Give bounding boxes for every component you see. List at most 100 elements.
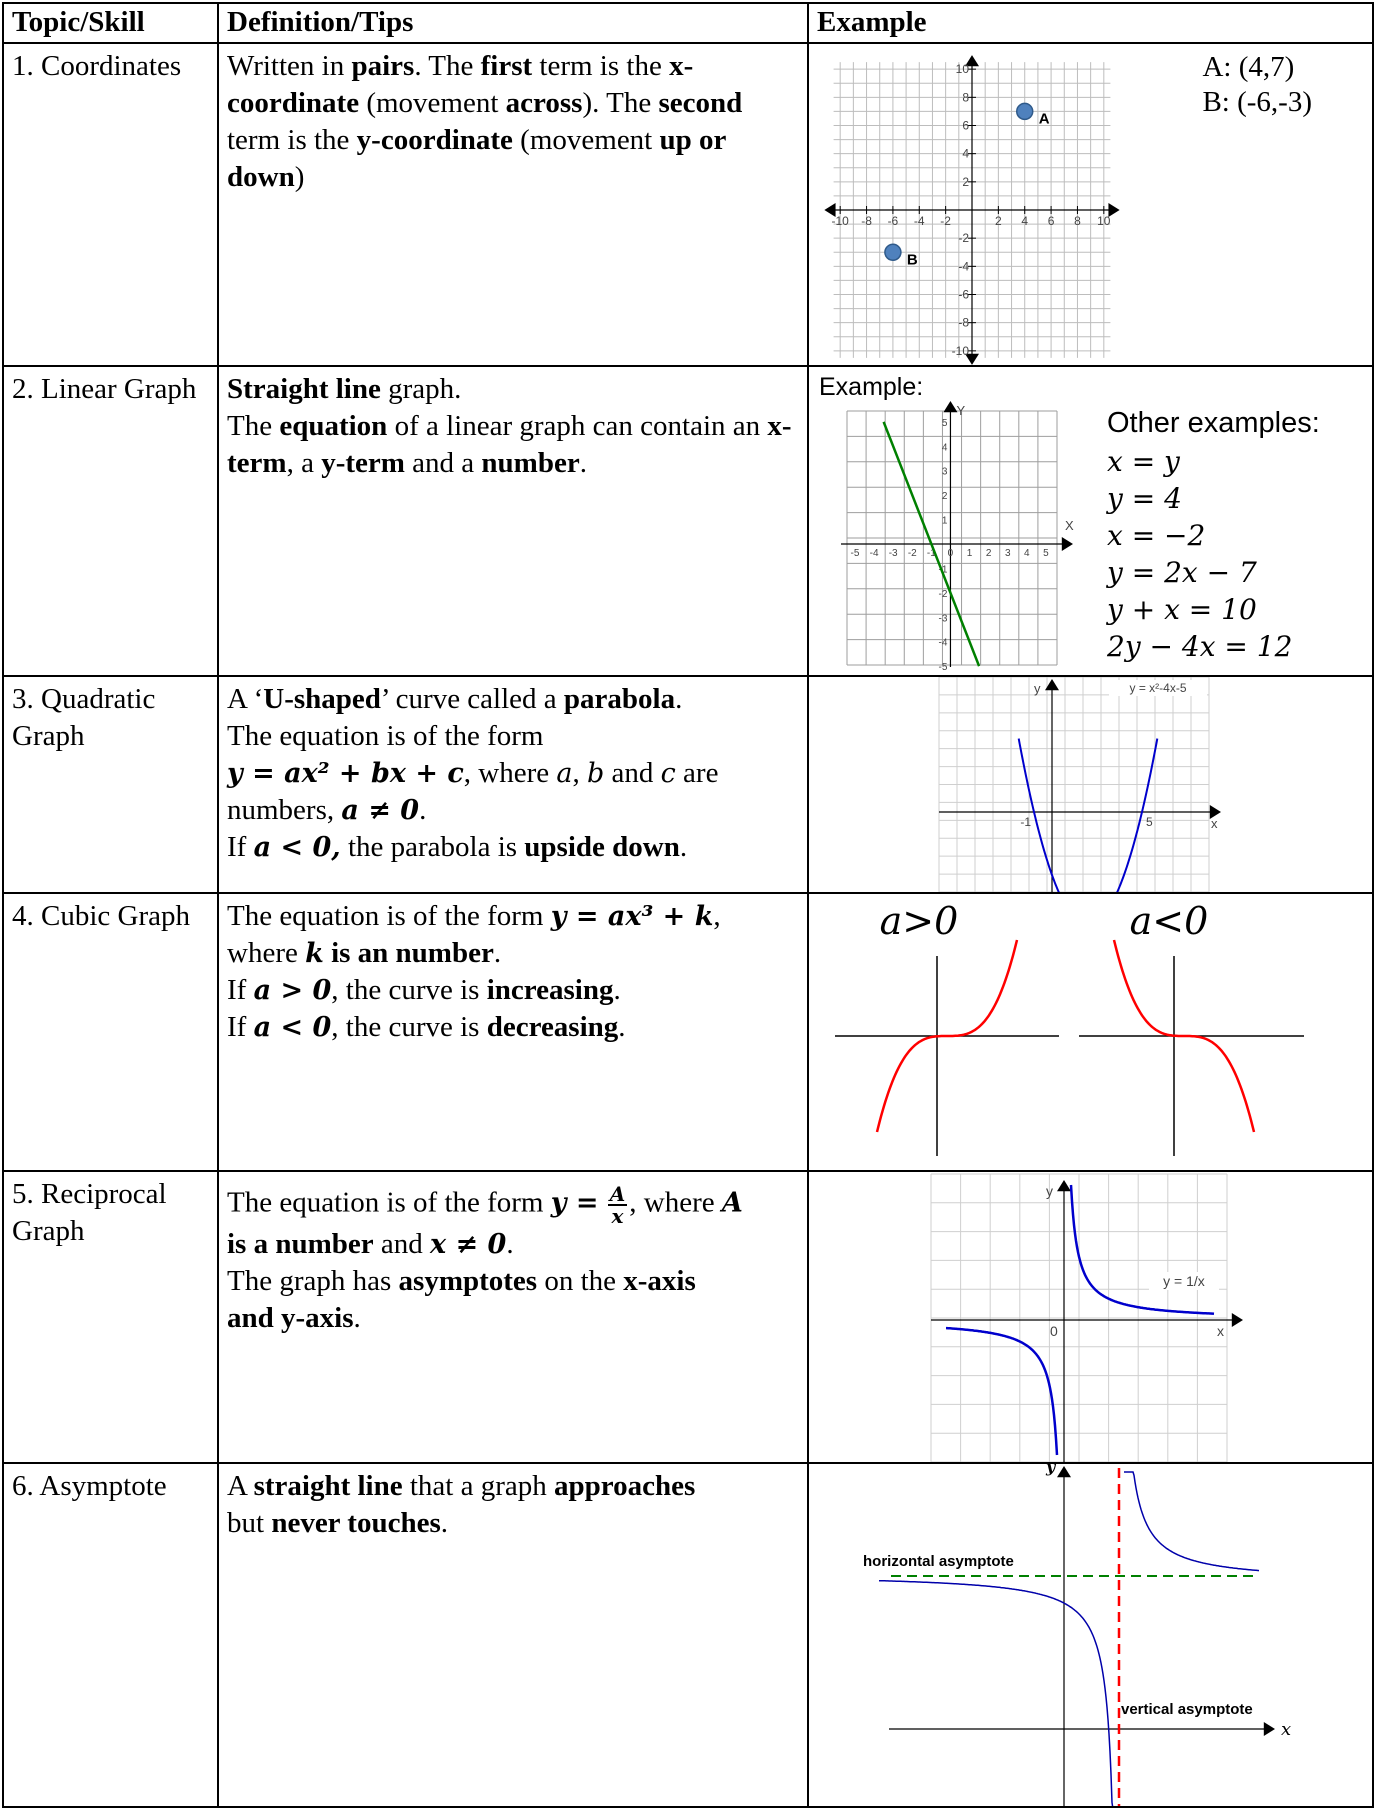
x-axis-arrow: [1231, 1313, 1243, 1327]
equation-example: x = −2: [1107, 519, 1206, 552]
y-tick-label: -4: [939, 638, 948, 649]
x-axis-label: x: [1211, 816, 1218, 831]
equation-example: y + x = 10: [1107, 593, 1257, 626]
equation-example: 2y − 4x = 12: [1107, 630, 1293, 663]
x-tick-label: -1: [927, 548, 936, 559]
cubic-curve-increasing: [875, 939, 1019, 1133]
y-tick-label: 2: [962, 175, 969, 189]
point-b-label: B: (-6,-3): [1202, 86, 1312, 118]
point-a: [1015, 102, 1034, 121]
topic-cell: 4. Cubic Graph: [2, 892, 219, 1172]
x-tick-label: -6: [888, 214, 899, 228]
y-axis-arrow: [1057, 1180, 1071, 1192]
topic-cell: 5. Reciprocal Graph: [2, 1170, 219, 1464]
x-tick-label: -4: [870, 548, 879, 559]
example-cell: x y horizontal asymptote vertical asymptote: [807, 1462, 1374, 1808]
y-tick-label: 3: [942, 467, 948, 478]
y-tick-label: -1: [939, 564, 948, 575]
header-definition: Definition/Tips: [217, 2, 809, 44]
curve-branch-right: [1124, 1471, 1260, 1572]
header-topic: Topic/Skill: [2, 2, 219, 44]
x-tick-label: 2: [995, 214, 1002, 228]
x-tick-label: -2: [940, 214, 951, 228]
y-tick-label: -5: [939, 662, 948, 673]
equation-label-bg: [1149, 1272, 1219, 1290]
y-axis-label: Y: [956, 403, 965, 418]
y-tick-label: -6: [958, 288, 969, 302]
example-label: Example:: [819, 373, 924, 401]
equation-label: y = 1/x: [1163, 1273, 1205, 1289]
linear-line: [882, 421, 981, 667]
x-axis-label: x: [1281, 1719, 1291, 1740]
row-coordinates: 1. Coordinates Written in pairs. The fir…: [2, 42, 1374, 367]
header-row: Topic/Skill Definition/Tips Example: [2, 2, 1374, 44]
point-b-name: B: [907, 251, 918, 268]
header-example: Example: [807, 2, 1374, 44]
vertical-asymptote-label: vertical asymptote: [1121, 1701, 1253, 1718]
x-tick-label: 4: [1024, 548, 1030, 559]
example-cell: yxy = x²-4x-5-15×(2, -9): [807, 675, 1374, 894]
asymptote-graph-chart: x y horizontal asymptote vertical asymptote: [863, 1464, 1291, 1806]
cubic-equation: y = ax³ + k: [550, 901, 714, 932]
topic-cell: 2. Linear Graph: [2, 365, 219, 677]
y-tick-label: 4: [962, 147, 969, 161]
definition-cell: A ‘U-shaped’ curve called a parabola.The…: [217, 675, 809, 894]
cubic-graph-chart: a>0 a<0: [835, 899, 1304, 1156]
y-tick-label: 2: [942, 491, 948, 502]
x-tick-label: -4: [914, 214, 925, 228]
quadratic-graph-chart: yxy = x²-4x-5-15×(2, -9): [938, 677, 1221, 892]
definition-cell: Straight line graph.The equation of a li…: [217, 365, 809, 677]
x-tick-label: 8: [1074, 214, 1081, 228]
topic-cell: 6. Asymptote: [2, 1462, 219, 1808]
x-axis-arrow: [1108, 203, 1120, 217]
y-axis-label: y: [1046, 1183, 1053, 1199]
cubic-curve-decreasing: [1112, 939, 1256, 1133]
y-tick-label: -4: [958, 259, 969, 273]
x-tick-label: 4: [1021, 214, 1028, 228]
horizontal-asymptote-label: horizontal asymptote: [863, 1553, 1014, 1570]
y-tick-label: -2: [958, 231, 969, 245]
y-tick-label: 8: [962, 90, 969, 104]
y-axis-label: y: [1045, 1464, 1057, 1476]
x-tick-label: 5: [1043, 548, 1049, 559]
x-tick-label: -10: [832, 214, 850, 228]
point-b: [884, 243, 902, 262]
x-axis-label: x: [1217, 1323, 1224, 1339]
label-a-negative: a<0: [1130, 899, 1209, 943]
x-tick-label: 10: [1097, 214, 1111, 228]
equation-example: x = y: [1107, 445, 1180, 478]
x-tick-label: 3: [1005, 548, 1011, 559]
definition-cell: Written in pairs. The first term is the …: [217, 42, 809, 367]
y-axis-arrow: [965, 353, 979, 365]
x-tick-label: -8: [861, 214, 872, 228]
y-tick-label: -2: [939, 589, 948, 600]
x-axis-label: X: [1065, 518, 1074, 533]
x-tick-label: -5: [851, 548, 860, 559]
reciprocal-branch-negative: [946, 1326, 1059, 1456]
x-tick-label: -2: [908, 548, 917, 559]
y-axis-label: y: [1034, 681, 1041, 696]
y-axis-arrow: [943, 401, 958, 413]
quadratic-equation: y = ax² + bx + c: [227, 758, 464, 789]
row-reciprocal: 5. Reciprocal Graph The equation is of t…: [2, 1170, 1374, 1464]
equation-label: y = x²-4x-5: [1129, 681, 1186, 695]
y-tick-label: 6: [962, 118, 969, 132]
x-tick-label: 2: [986, 548, 992, 559]
topic-cell: 1. Coordinates: [2, 42, 219, 367]
y-tick-label: -10: [952, 344, 970, 358]
label-a-positive: a>0: [880, 899, 959, 943]
row-asymptote: 6. Asymptote A straight line that a grap…: [2, 1462, 1374, 1808]
y-tick-label: -3: [939, 613, 948, 624]
curve-branch-left: [879, 1579, 1114, 1806]
